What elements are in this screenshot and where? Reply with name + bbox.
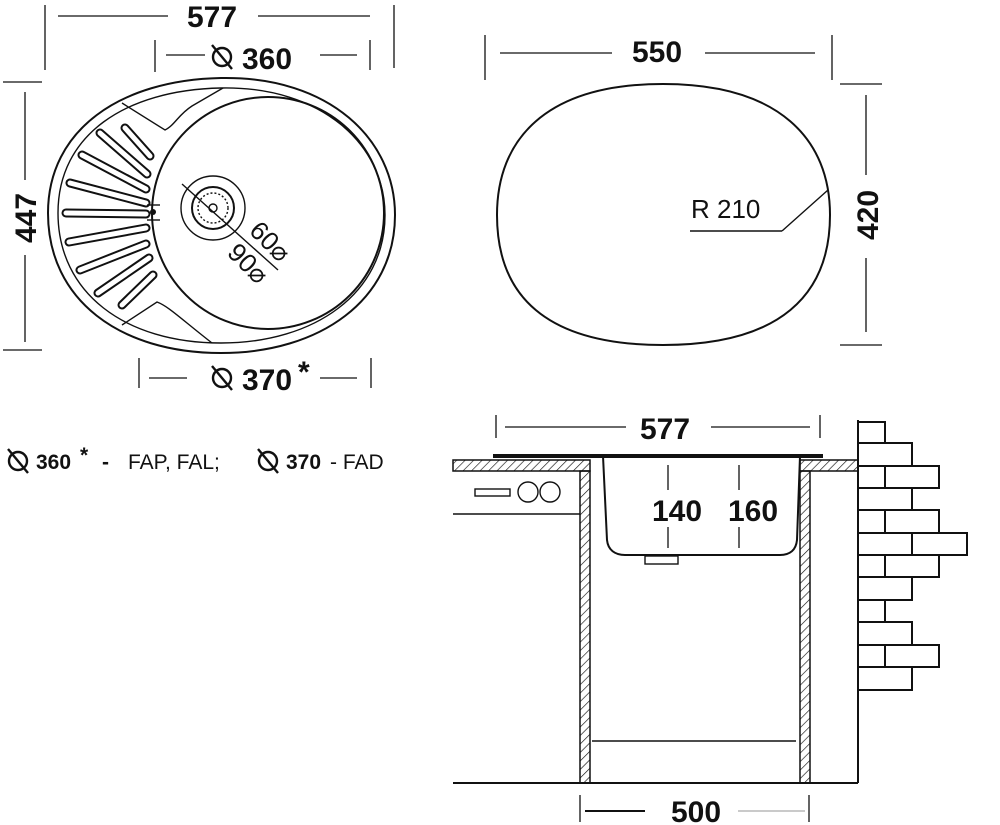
diameter-icon (6, 447, 30, 475)
dim-label-section-width: 577 (640, 413, 690, 446)
dim-label-bowl: 360 (242, 43, 292, 76)
note-d1: 360 (36, 451, 71, 474)
dim-label-width: 577 (187, 1, 237, 34)
overflow-icon (147, 204, 160, 221)
drain-outlet (644, 555, 679, 565)
cutout-view: 550 420 R 210 (484, 35, 885, 347)
adjacent-appliance (453, 481, 580, 515)
drain (180, 175, 279, 271)
asterisk: * (298, 356, 310, 389)
note-models-1: FAP, FAL; (128, 451, 220, 474)
section-view: 577 140 160 (452, 413, 968, 825)
dim-label-radius: R 210 (691, 194, 760, 224)
note-dash: - (102, 451, 109, 474)
cutout-outline (495, 82, 832, 347)
countertop-right (799, 459, 859, 472)
dim-label-depth-140: 140 (652, 495, 702, 528)
countertop-left (452, 459, 591, 472)
diameter-icon (210, 364, 234, 392)
cabinet-wall-right (799, 470, 811, 784)
note-asterisk: * (80, 444, 89, 467)
sink-bowl-section (602, 455, 801, 556)
dim-label-depth-160: 160 (728, 495, 778, 528)
dimension-width-577: 577 (44, 1, 395, 70)
diameter-icon (256, 447, 280, 475)
dim-label-cutout-width: 550 (632, 36, 682, 69)
note-models-2: - FAD (330, 451, 384, 474)
dimension-bowl-370: 370 * (138, 356, 372, 397)
drainboard-ribs (61, 123, 158, 310)
diameter-icon (210, 43, 234, 71)
dimension-depth-447: 447 (3, 81, 43, 351)
note-d2: 370 (286, 451, 321, 474)
dim-label-cutout-height: 420 (852, 190, 885, 240)
brick-wall (857, 420, 968, 783)
dim-label-cabinet-width: 500 (671, 796, 721, 825)
model-note: 360 * - FAP, FAL; 370 - FAD (6, 444, 384, 475)
dim-label-bowl-alt: 370 (242, 364, 292, 397)
dimension-bowl-360: 360 (154, 40, 371, 76)
dim-label-depth: 447 (10, 193, 43, 243)
top-view: 577 360 447 (3, 1, 397, 397)
cabinet-wall-left (579, 470, 591, 784)
